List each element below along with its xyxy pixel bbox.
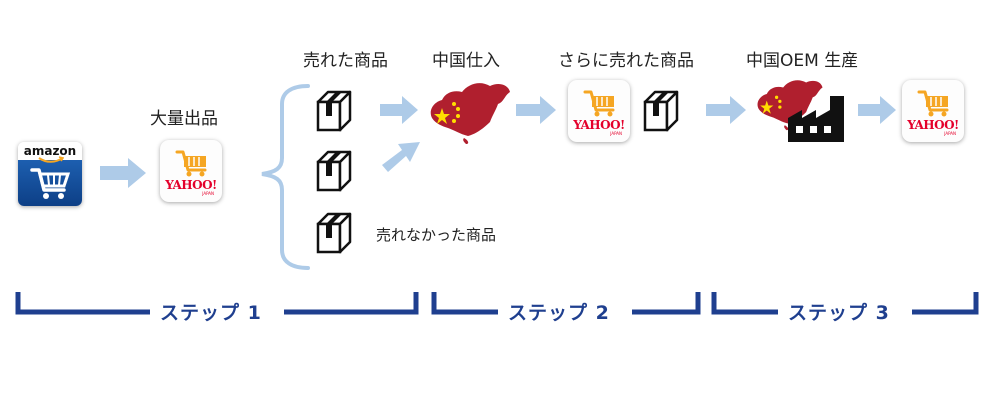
box-more-sold [643, 90, 679, 132]
arrow-box-to-oem [706, 96, 746, 124]
amazon-smile-icon [38, 156, 64, 163]
cart-icon [175, 150, 208, 178]
yahoo-japan-text: JAPAN [202, 191, 214, 196]
yahoo-japan-text: JAPAN [610, 131, 622, 136]
label-china-sourcing: 中国仕入 [432, 51, 500, 71]
step-bracket-3 [711, 292, 979, 315]
step-bracket-2 [431, 292, 701, 315]
step-label-1: ステップ 1 [160, 302, 262, 324]
step-bracket-1 [15, 292, 419, 315]
label-bulk-listing: 大量出品 [150, 109, 218, 129]
arrow-oem-to-yahoo [858, 96, 896, 124]
amazon-logo-text: amazon [23, 144, 77, 158]
yahoo-logo-text: YAHOO! [165, 178, 217, 192]
china-map-icon-1 [430, 83, 510, 144]
label-sold-products: 売れた商品 [303, 51, 388, 71]
cart-icon [30, 168, 71, 199]
label-unsold-products: 売れなかった商品 [376, 226, 497, 244]
arrow-sold2-to-china [382, 142, 420, 172]
cart-icon [583, 90, 616, 118]
factory-icon [788, 96, 844, 142]
box-unsold [316, 212, 352, 254]
brace [261, 84, 310, 270]
yahoo-shopping-icon-3: YAHOO! JAPAN [902, 80, 964, 142]
yahoo-logo-text: YAHOO! [573, 118, 625, 132]
arrow-china-to-yahoo [516, 96, 556, 124]
yahoo-logo-text: YAHOO! [907, 118, 959, 132]
china-map-icon-2 [757, 80, 823, 131]
step-label-2: ステップ 2 [508, 302, 610, 324]
yahoo-shopping-icon-1: YAHOO! JAPAN [160, 140, 222, 202]
box-sold-1 [316, 90, 352, 132]
step-label-3: ステップ 3 [788, 302, 890, 324]
label-more-sold-products: さらに売れた商品 [558, 51, 694, 71]
yahoo-shopping-icon-2: YAHOO! JAPAN [568, 80, 630, 142]
yahoo-japan-text: JAPAN [944, 131, 956, 136]
cart-icon [917, 90, 950, 118]
arrow-amazon-to-listing [100, 158, 146, 188]
label-china-oem: 中国OEM 生産 [746, 51, 859, 71]
arrow-sold-to-china [380, 96, 418, 124]
amazon-app-icon: amazon [18, 142, 82, 206]
box-sold-2 [316, 150, 352, 192]
